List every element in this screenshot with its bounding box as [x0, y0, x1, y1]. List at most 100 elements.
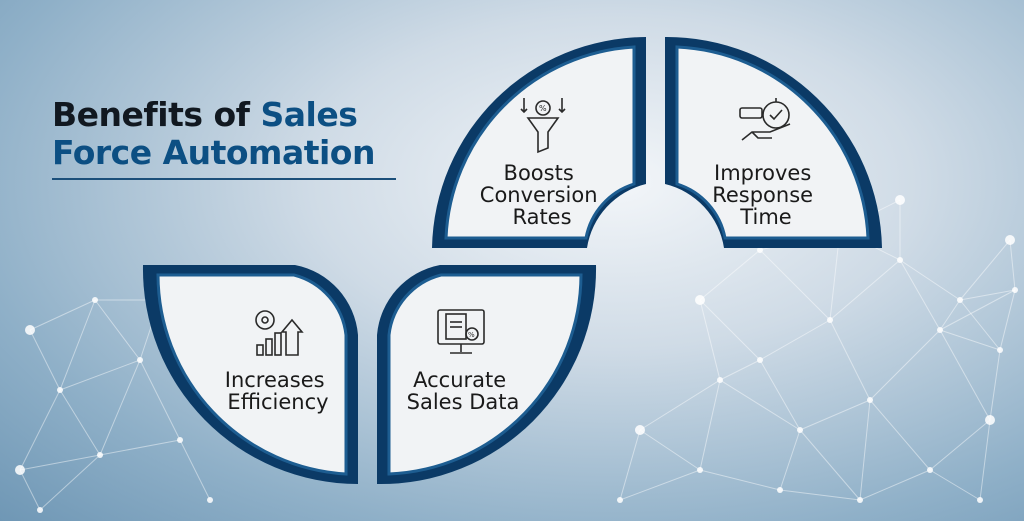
page-title: Benefits of Sales Force Automation — [52, 96, 375, 172]
network-node — [635, 425, 645, 435]
network-line — [799, 429, 861, 501]
network-line — [619, 429, 641, 501]
network-line — [29, 299, 96, 331]
network-line — [699, 249, 761, 301]
network-node — [25, 325, 35, 335]
seg2-line0: Increases — [225, 368, 325, 392]
seg2-line1: Efficiency — [227, 390, 328, 414]
funnel-percent-icon: % — [520, 98, 566, 154]
network-line — [899, 259, 961, 301]
network-line — [59, 359, 141, 391]
network-line — [939, 329, 991, 421]
gear-bar-growth-icon — [255, 310, 304, 356]
network-line — [139, 359, 181, 441]
network-node — [717, 377, 723, 383]
network-line — [19, 454, 101, 471]
network-line — [779, 429, 801, 491]
network-line — [699, 299, 761, 361]
seg3-line0: Accurate — [413, 368, 506, 392]
network-line — [29, 329, 61, 391]
segment-label-boosts: Boosts Conversion Rates — [480, 161, 604, 229]
network-node — [985, 415, 995, 425]
network-line — [759, 319, 831, 361]
network-line — [959, 299, 1001, 351]
segment-improves-response: Improves Response Time — [665, 36, 882, 248]
network-line — [989, 349, 1001, 421]
network-line — [699, 379, 721, 471]
network-line — [719, 359, 761, 381]
network-line — [939, 289, 1016, 331]
network-line — [94, 299, 141, 361]
network-line — [859, 469, 931, 501]
network-node — [617, 497, 623, 503]
network-node — [207, 497, 213, 503]
network-line — [19, 389, 61, 471]
segment-boosts-conversion: % Boosts Conversion Rates — [432, 37, 646, 248]
network-line — [619, 469, 701, 501]
network-node — [92, 297, 98, 303]
segment-label-increases: Increases Efficiency — [225, 368, 332, 414]
network-line — [939, 299, 961, 331]
seg3-line1: Sales Data — [407, 390, 520, 414]
network-node — [857, 497, 863, 503]
title-second-line: Force Automation — [52, 133, 375, 172]
network-node — [827, 317, 833, 323]
seg0-line1: Conversion — [480, 183, 598, 207]
network-line — [869, 329, 941, 401]
network-line — [179, 439, 211, 501]
segment-label-improves: Improves Response Time — [712, 161, 820, 229]
network-node — [695, 295, 705, 305]
network-line — [959, 289, 1016, 301]
network-line — [639, 379, 721, 431]
network-line — [759, 249, 831, 321]
network-line — [699, 469, 781, 491]
network-node — [757, 357, 763, 363]
network-node — [957, 297, 963, 303]
network-node — [137, 357, 143, 363]
network-line — [59, 389, 101, 456]
network-node — [797, 427, 803, 433]
network-line — [829, 319, 871, 401]
network-node — [177, 437, 183, 443]
network-line — [999, 289, 1016, 351]
network-node — [697, 467, 703, 473]
seg0-line2: Rates — [512, 205, 571, 229]
network-line — [959, 239, 1011, 301]
network-line — [859, 399, 871, 501]
network-node — [977, 497, 983, 503]
network-node — [757, 247, 763, 253]
network-line — [829, 259, 901, 321]
title-underline — [52, 178, 396, 180]
network-line — [719, 379, 801, 431]
network-line — [59, 299, 96, 391]
stopwatch-hand-icon — [739, 98, 791, 141]
network-node — [57, 387, 63, 393]
title-blue-text: Sales — [260, 95, 358, 134]
network-line — [99, 359, 141, 456]
segment-increases-efficiency: Increases Efficiency — [142, 265, 358, 484]
network-line — [699, 299, 721, 381]
seg1-line0: Improves — [714, 161, 811, 185]
network-line — [1009, 239, 1016, 291]
network-line — [939, 329, 1001, 351]
monitor-report-icon: % — [437, 309, 485, 354]
network-line — [799, 399, 871, 431]
seg0-line0: Boosts — [504, 161, 574, 185]
network-node — [1005, 235, 1015, 245]
segment-label-accurate: Accurate Sales Data — [407, 368, 520, 414]
svg-text:%: % — [468, 331, 475, 339]
network-node — [927, 467, 933, 473]
network-node — [97, 452, 103, 458]
seg1-line2: Time — [739, 205, 791, 229]
segment-accurate-sales: % Accurate Sales Data — [377, 265, 597, 485]
network-line — [759, 359, 801, 431]
network-node — [895, 195, 905, 205]
network-line — [779, 489, 861, 501]
network-line — [39, 454, 101, 511]
network-line — [899, 259, 941, 331]
network-line — [869, 399, 931, 471]
network-line — [929, 469, 981, 501]
network-node — [867, 397, 873, 403]
network-line — [979, 419, 991, 501]
